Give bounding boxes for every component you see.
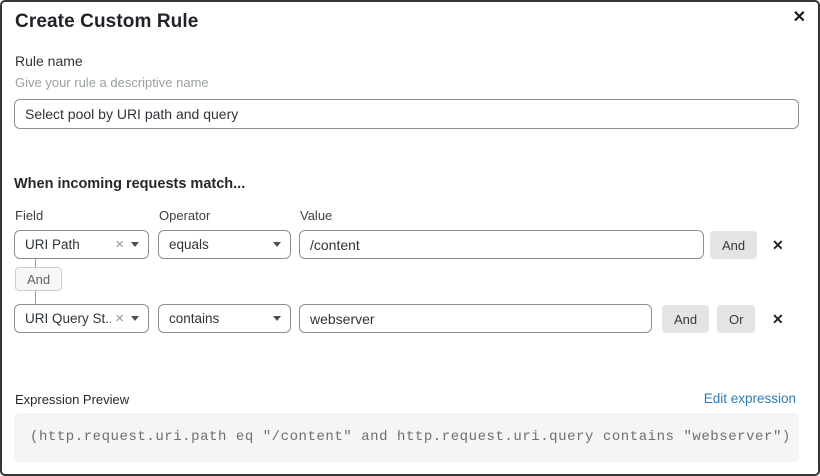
field-select-row1-value: URI Path (25, 237, 80, 252)
operator-select-row1-value: equals (169, 237, 209, 252)
rule-name-input[interactable] (14, 99, 799, 129)
column-label-field: Field (15, 208, 44, 223)
operator-select-row2[interactable]: contains (158, 304, 291, 333)
add-and-condition-button-row2[interactable]: And (662, 305, 710, 333)
value-input-row2[interactable] (299, 304, 652, 333)
add-or-condition-button-row2[interactable]: Or (717, 305, 756, 333)
match-section-heading: When incoming requests match... (14, 176, 246, 192)
operator-select-row2-value: contains (169, 311, 220, 326)
column-label-operator: Operator (159, 208, 211, 223)
expression-preview-label: Expression Preview (15, 392, 130, 407)
clear-field-icon[interactable]: × (115, 310, 124, 327)
chevron-down-icon (273, 316, 281, 321)
value-input-row1[interactable] (299, 230, 704, 259)
expression-preview-box: (http.request.uri.path eq "/content" and… (14, 413, 799, 462)
delete-row2-icon[interactable]: ✕ (772, 311, 784, 327)
field-select-row2-value: URI Query St... (25, 311, 112, 326)
delete-row1-icon[interactable]: ✕ (772, 237, 784, 253)
edit-expression-link[interactable]: Edit expression (703, 391, 796, 406)
field-select-row2[interactable]: URI Query St... × (14, 304, 149, 333)
rule-name-hint: Give your rule a descriptive name (15, 75, 209, 90)
rule-name-label: Rule name (15, 53, 83, 69)
close-icon[interactable]: ✕ (792, 9, 806, 26)
operator-select-row1[interactable]: equals (158, 230, 291, 259)
chevron-down-icon (131, 316, 139, 321)
expression-code: (http.request.uri.path eq "/content" and… (30, 429, 791, 445)
chevron-down-icon (131, 242, 139, 247)
column-label-value: Value (300, 208, 333, 223)
field-select-row1[interactable]: URI Path × (14, 230, 149, 259)
clear-field-icon[interactable]: × (115, 236, 124, 253)
page-title: Create Custom Rule (15, 11, 199, 32)
add-and-condition-button-row1[interactable]: And (710, 231, 758, 259)
connector-and-badge: And (15, 267, 63, 291)
chevron-down-icon (273, 242, 281, 247)
